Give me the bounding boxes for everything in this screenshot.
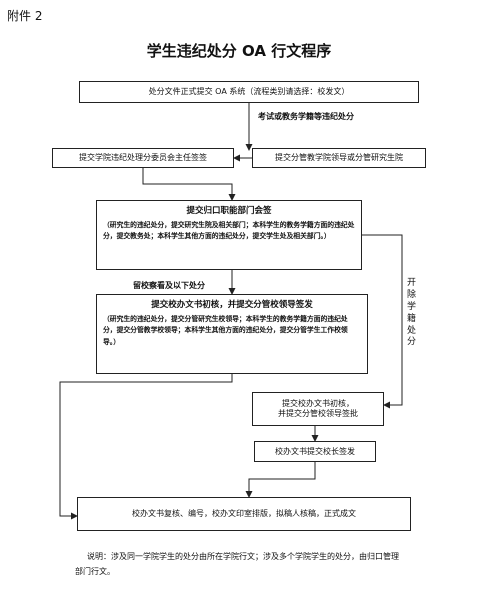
page-title: 学生违纪处分 OA 行文程序	[146, 42, 332, 60]
arrow-expulsion-branch	[362, 234, 403, 409]
warning-below-label: 留校察看及以下处分	[133, 281, 205, 290]
arrow-president-to-final	[245, 462, 316, 498]
dept-sign-box: 提交归口职能部门会签 （研究生的违纪处分，提交研究生院及相关部门；本科学生的教务…	[96, 200, 362, 270]
final-text: 校办文书复核、编号，校办文印室排版，拟稿人核稿，正式成文	[132, 509, 356, 518]
office-review-box: 提交校办文书初核，并提交分管校领导签发 （研究生的违纪处分，提交分管研究生校领导…	[96, 294, 368, 374]
start-text: 处分文件正式提交 OA 系统（流程类别请选择：校发文）	[148, 87, 350, 96]
arrow-office-to-final	[59, 374, 233, 520]
expulsion-label: 开除学籍处分	[406, 278, 416, 348]
office-review-detail: （研究生的违纪处分，提交分管研究生校领导；本科学生的教务学籍方面的违纪处分，提交…	[103, 314, 348, 346]
final-box: 校办文书复核、编号，校办文印室排版，拟稿人核稿，正式成文	[77, 497, 411, 531]
attachment-label: 附件 2	[7, 9, 43, 23]
office-review-title: 提交校办文书初核，并提交分管校领导签发	[151, 300, 313, 310]
start-box: 处分文件正式提交 OA 系统（流程类别请选择：校发文）	[79, 81, 419, 103]
college-committee-box: 提交学院违纪处理分委员会主任签签	[52, 148, 234, 168]
dept-sign-detail: （研究生的违纪处分，提交研究生院及相关部门；本科学生的教务学籍方面的违纪处分，提…	[103, 220, 355, 241]
president-box: 校办文书提交校长签发	[254, 441, 376, 462]
office-right-box: 提交校办文书初核， 并提交分管校领导签批	[252, 392, 384, 426]
office-right-text: 提交校办文书初核， 并提交分管校领导签批	[278, 399, 358, 418]
college-committee-text: 提交学院违纪处理分委员会主任签签	[79, 153, 207, 162]
grad-school-box: 提交分管教学院领导或分管研究生院	[252, 148, 426, 168]
dept-sign-title: 提交归口职能部门会签	[186, 206, 272, 216]
arrow-college-to-dept	[142, 167, 236, 201]
president-text: 校办文书提交校长签发	[275, 446, 355, 456]
grad-school-text: 提交分管教学院领导或分管研究生院	[275, 153, 403, 162]
note-text: 说明：涉及同一学院学生的处分由所在学院行文；涉及多个学院学生的处分，由归口管理部…	[75, 552, 399, 577]
exam-violation-label: 考试或教务学籍等违纪处分	[258, 112, 354, 121]
